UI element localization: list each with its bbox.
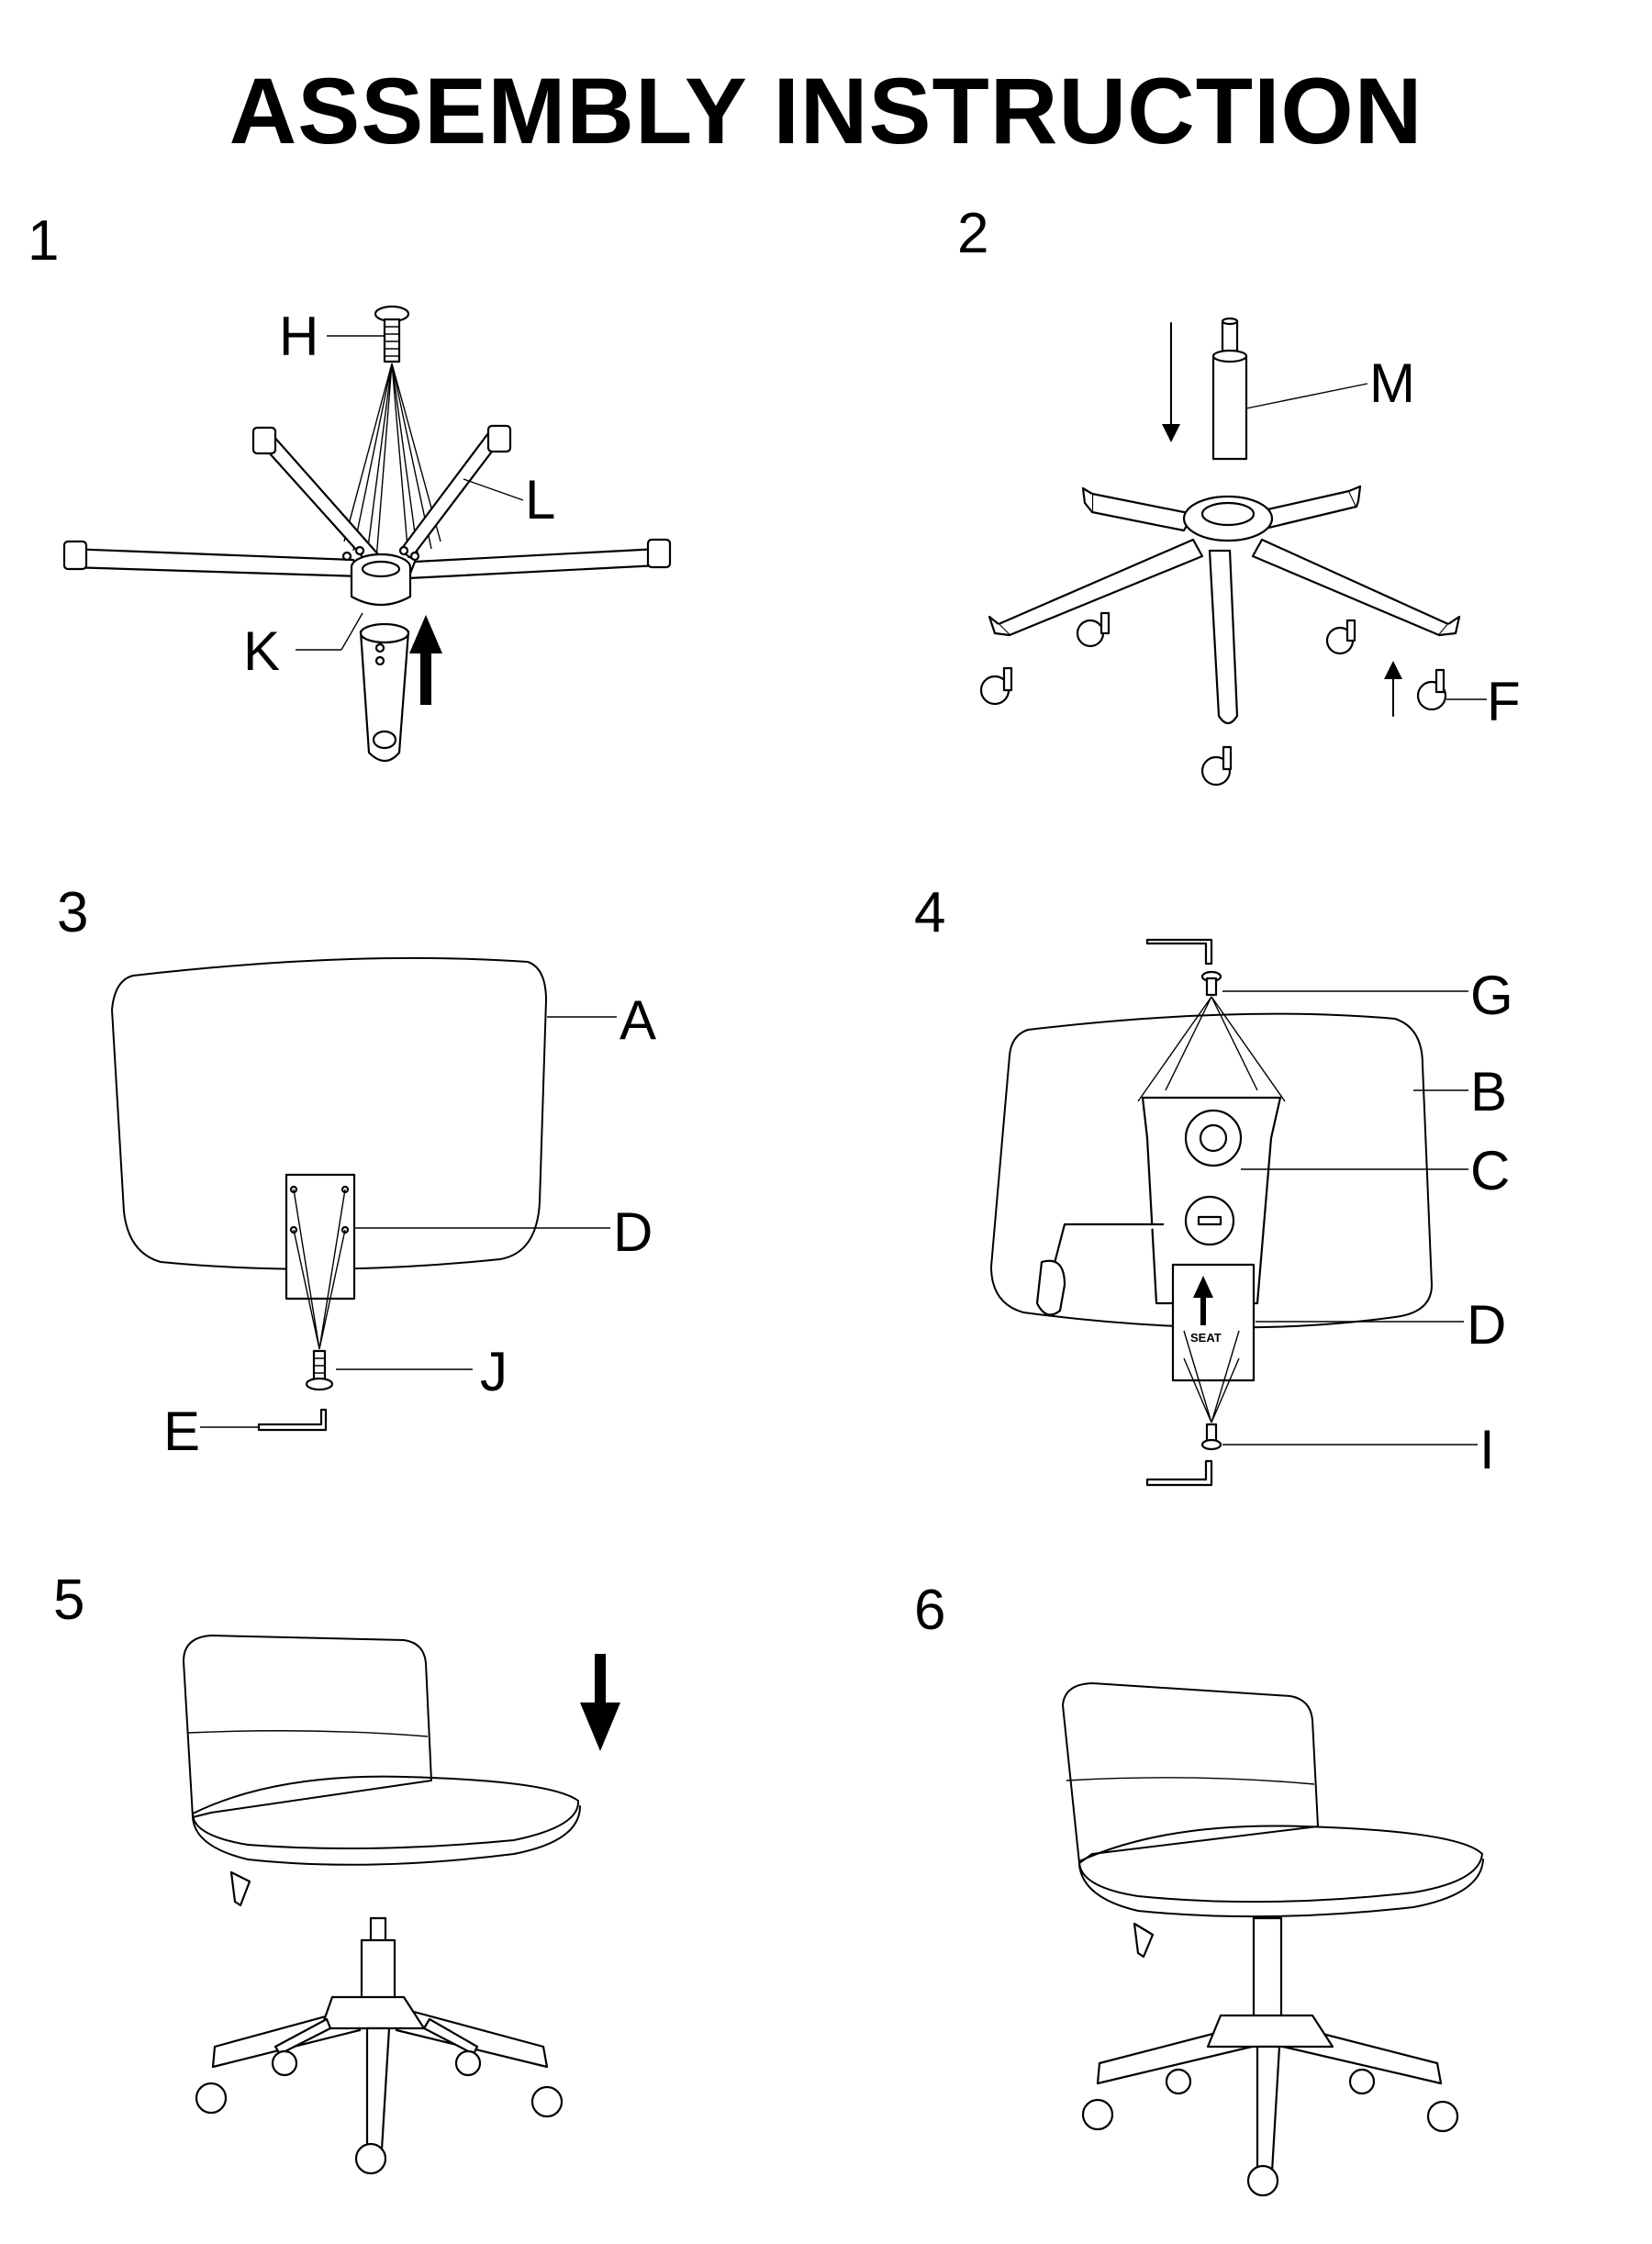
gas-lift-m (1211, 317, 1248, 461)
label-m: M (1369, 352, 1415, 414)
mounting-plate-d (285, 1173, 356, 1301)
label-b: B (1470, 1061, 1507, 1122)
step-6-diagram (1062, 1682, 1484, 2197)
label-d: D (613, 1201, 653, 1263)
step-2-number: 2 (957, 202, 989, 265)
label-c: C (1470, 1140, 1510, 1201)
page-title: ASSEMBLY INSTRUCTION (229, 59, 1423, 163)
bolt-i-icon (1200, 1423, 1222, 1451)
label-d: D (1467, 1294, 1506, 1356)
hex-key-e-icon (257, 1408, 328, 1432)
label-e: E (163, 1401, 200, 1462)
label-f: F (1487, 671, 1521, 732)
hex-key-icon (1145, 1459, 1213, 1487)
caster-icon (1200, 745, 1233, 787)
step-1-number: 1 (28, 209, 60, 273)
caster-icon (1325, 619, 1356, 655)
label-g: G (1470, 965, 1513, 1026)
seat-b (990, 1012, 1433, 1329)
label-a: A (620, 989, 656, 1051)
step-3-diagram: A D J E (111, 956, 656, 1462)
step-5-number: 5 (53, 1569, 85, 1632)
label-h: H (279, 306, 318, 367)
arrow-down-icon (580, 1654, 620, 1751)
bolt-h-icon (374, 305, 410, 363)
step-1-diagram: H L K (62, 305, 672, 763)
caster-icon (979, 666, 1013, 706)
step-2-diagram: M F (979, 317, 1521, 787)
step-6-number: 6 (914, 1579, 946, 1642)
step-5-diagram (183, 1635, 620, 2175)
label-l: L (525, 469, 555, 530)
bolt-g-icon (1200, 970, 1222, 997)
mounting-plate-d: SEAT (1171, 1263, 1256, 1382)
label-j: J (480, 1341, 508, 1402)
step-4-diagram: SEAT G B C D I (990, 938, 1513, 1487)
label-i: I (1479, 1419, 1495, 1480)
chair-base-assembly (195, 1916, 564, 2175)
caster-icon (1076, 611, 1111, 648)
leg-k (359, 622, 410, 763)
plate-seat-text: SEAT (1190, 1331, 1222, 1345)
hex-key-icon (1145, 938, 1213, 966)
arrow-up-icon (409, 615, 442, 705)
step-4-number: 4 (914, 881, 946, 944)
assembled-chair (1062, 1682, 1484, 2197)
bolt-j-icon (305, 1349, 334, 1391)
chair-seat-assembly (183, 1635, 581, 1907)
label-k: K (243, 620, 280, 682)
caster-f (1416, 668, 1447, 711)
star-base (988, 485, 1461, 725)
seat-a (111, 956, 547, 1270)
step-3-number: 3 (57, 881, 89, 944)
mechanism-c (1035, 1096, 1282, 1316)
star-base-l (62, 424, 672, 606)
